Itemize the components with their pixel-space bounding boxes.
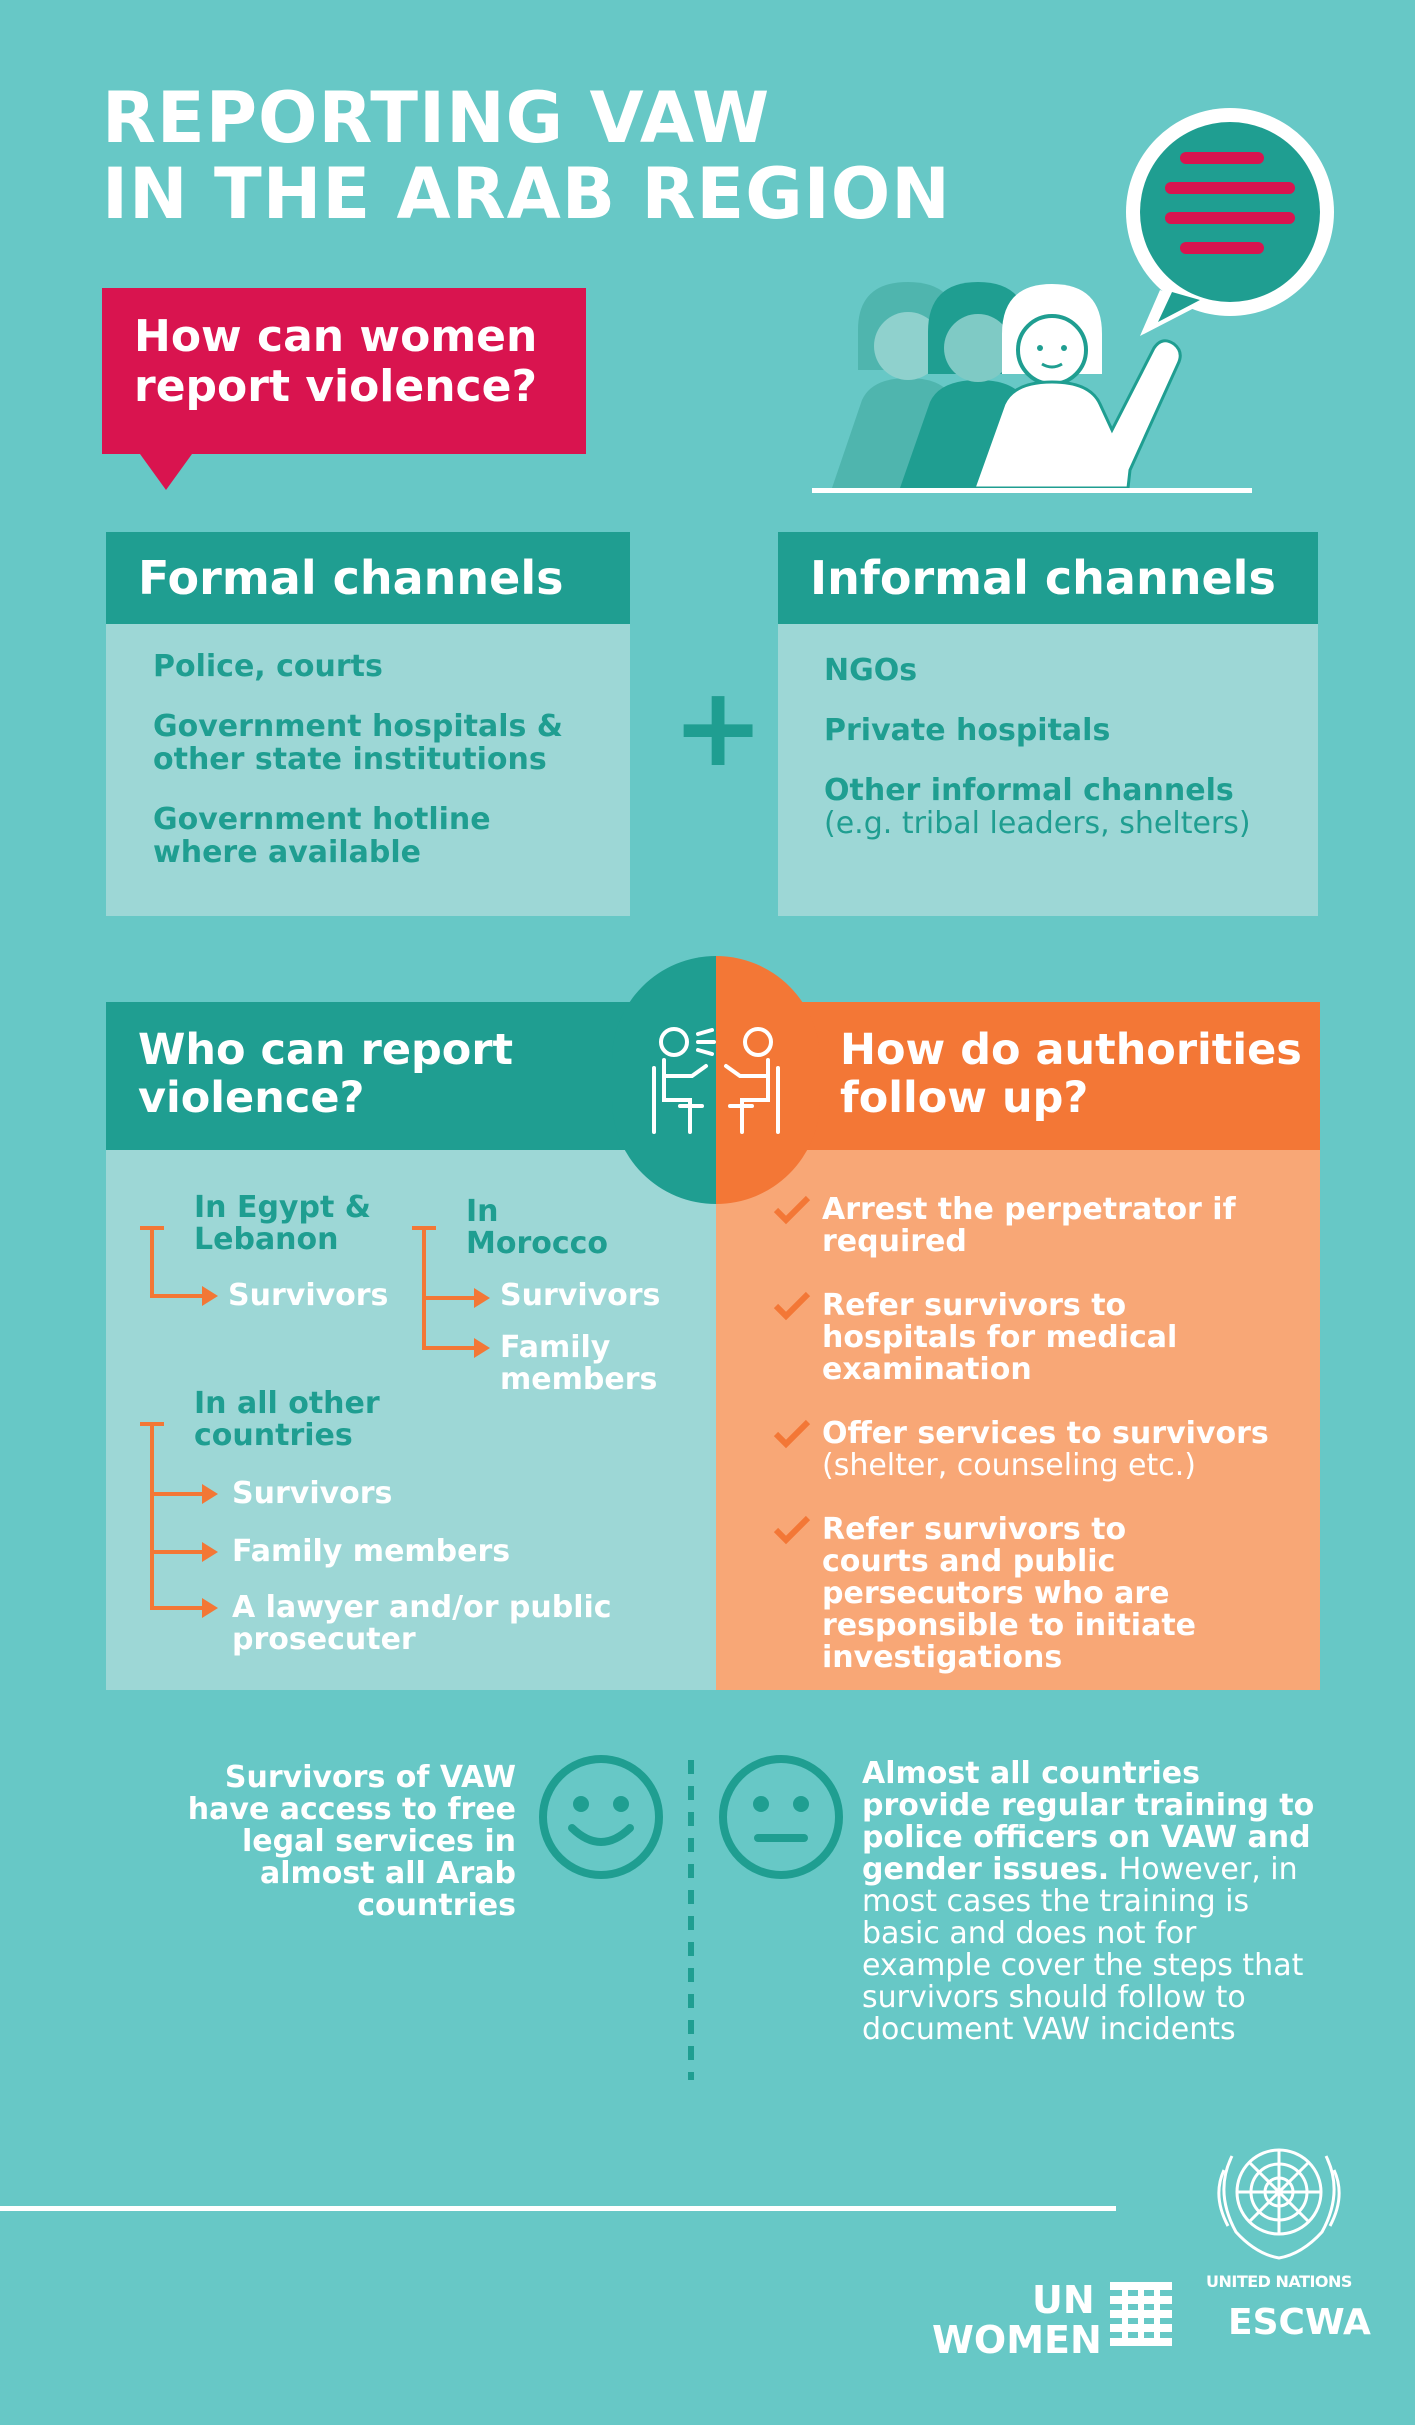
authority-item-text: Offer services to survivors (822, 1416, 1269, 1451)
neutral-face-icon (719, 1755, 843, 1879)
informal-channels-heading: Informal channels (778, 532, 1318, 624)
formal-channels-heading: Formal channels (106, 532, 630, 624)
authority-item-note: (shelter, counseling etc.) (822, 1448, 1196, 1483)
question-box-tail (140, 454, 192, 490)
training-bold: Almost all countries provide regular tra… (862, 1756, 1315, 1887)
group-item: Family members (500, 1330, 658, 1397)
informal-channels-panel: Informal channels NGOs Private hospitals… (778, 532, 1318, 916)
un-women-line-1: UN (1032, 2278, 1095, 2322)
group-label: In all other countries (194, 1386, 380, 1453)
legal-services-text: Survivors of VAW have access to free leg… (187, 1760, 516, 1923)
united-nations-label: UNITED NATIONS (1206, 2272, 1352, 2291)
informal-channel-note: (e.g. tribal leaders, shelters) (824, 806, 1251, 841)
formal-channels-panel: Formal channels Police, courts Governmen… (106, 532, 630, 916)
group-label: In Egypt & Lebanon (194, 1190, 371, 1257)
title-line-2: IN THE ARAB REGION (102, 153, 951, 235)
un-women-symbol-icon (1110, 2282, 1172, 2346)
formal-channel-item: Government hotline where available (153, 802, 491, 870)
smiley-icon (539, 1755, 663, 1879)
conversation-icon (652, 1027, 780, 1134)
tree-connector-other (140, 1422, 218, 1618)
who-can-report-header: Who can report violence? (106, 1002, 716, 1150)
footer-line (0, 2206, 1116, 2211)
training-text: Almost all countries provide regular tra… (862, 1758, 1322, 2046)
authority-item-text: Refer survivors to courts and public per… (822, 1512, 1197, 1675)
un-women-line-2: WOMEN (932, 2318, 1102, 2362)
who-can-report-body (106, 1150, 716, 1690)
checkmark-icon (773, 1195, 811, 1225)
tree-connector-morocco (412, 1226, 490, 1358)
authority-item-text: Arrest the perpetrator if required (822, 1192, 1236, 1259)
authority-item: Arrest the perpetrator if required (768, 1194, 1288, 1258)
dashed-divider (688, 1760, 694, 2080)
question-text: How can women report violence? (134, 311, 538, 412)
informal-channel-item: Other informal channels (824, 773, 1234, 808)
authority-item-text: Refer survivors to hospitals for medical… (822, 1288, 1178, 1387)
authorities-body (716, 1150, 1320, 1690)
group-item: Survivors (232, 1476, 393, 1511)
un-emblem-icon (1217, 2148, 1341, 2260)
checkmark-icon (773, 1291, 811, 1321)
un-women-logo: UN WOMEN (932, 2280, 1102, 2360)
authorities-heading: How do authorities follow up? (840, 1025, 1302, 1123)
training-normal: However, in most cases the training is b… (862, 1852, 1304, 2047)
speech-bubble-icon (1126, 108, 1334, 336)
formal-channel-item: Police, courts (153, 649, 383, 684)
group-item: A lawyer and/or public prosecuter (232, 1590, 612, 1657)
group-item: Survivors (228, 1278, 389, 1313)
group-item: Family members (232, 1534, 511, 1569)
informal-channel-item: NGOs (824, 653, 918, 688)
plus-icon: + (672, 663, 765, 791)
informal-channels-list: NGOs Private hospitals Other informal ch… (778, 624, 1318, 916)
who-can-report-heading: Who can report violence? (138, 1025, 514, 1123)
question-box: How can women report violence? (102, 288, 586, 454)
checkmark-icon (773, 1515, 811, 1545)
group-item: Survivors (500, 1278, 661, 1313)
authority-item: Refer survivors to courts and public per… (768, 1514, 1288, 1674)
group-label: In Morocco (466, 1194, 609, 1261)
authority-item: Offer services to survivors (shelter, co… (768, 1418, 1288, 1482)
page-title: REPORTING VAW IN THE ARAB REGION (102, 80, 951, 232)
women-group-icon (812, 282, 1252, 493)
title-line-1: REPORTING VAW (102, 77, 771, 159)
escwa-label: ESCWA (1228, 2302, 1371, 2343)
tree-connector-egypt (140, 1226, 218, 1306)
checkmark-icon (773, 1419, 811, 1449)
authorities-list: Arrest the perpetrator if required Refer… (768, 1194, 1288, 1674)
authority-item: Refer survivors to hospitals for medical… (768, 1290, 1288, 1386)
formal-channel-item: Government hospitals & other state insti… (153, 709, 563, 777)
informal-channel-item: Private hospitals (824, 713, 1111, 748)
formal-channels-list: Police, courts Government hospitals & ot… (106, 624, 630, 916)
